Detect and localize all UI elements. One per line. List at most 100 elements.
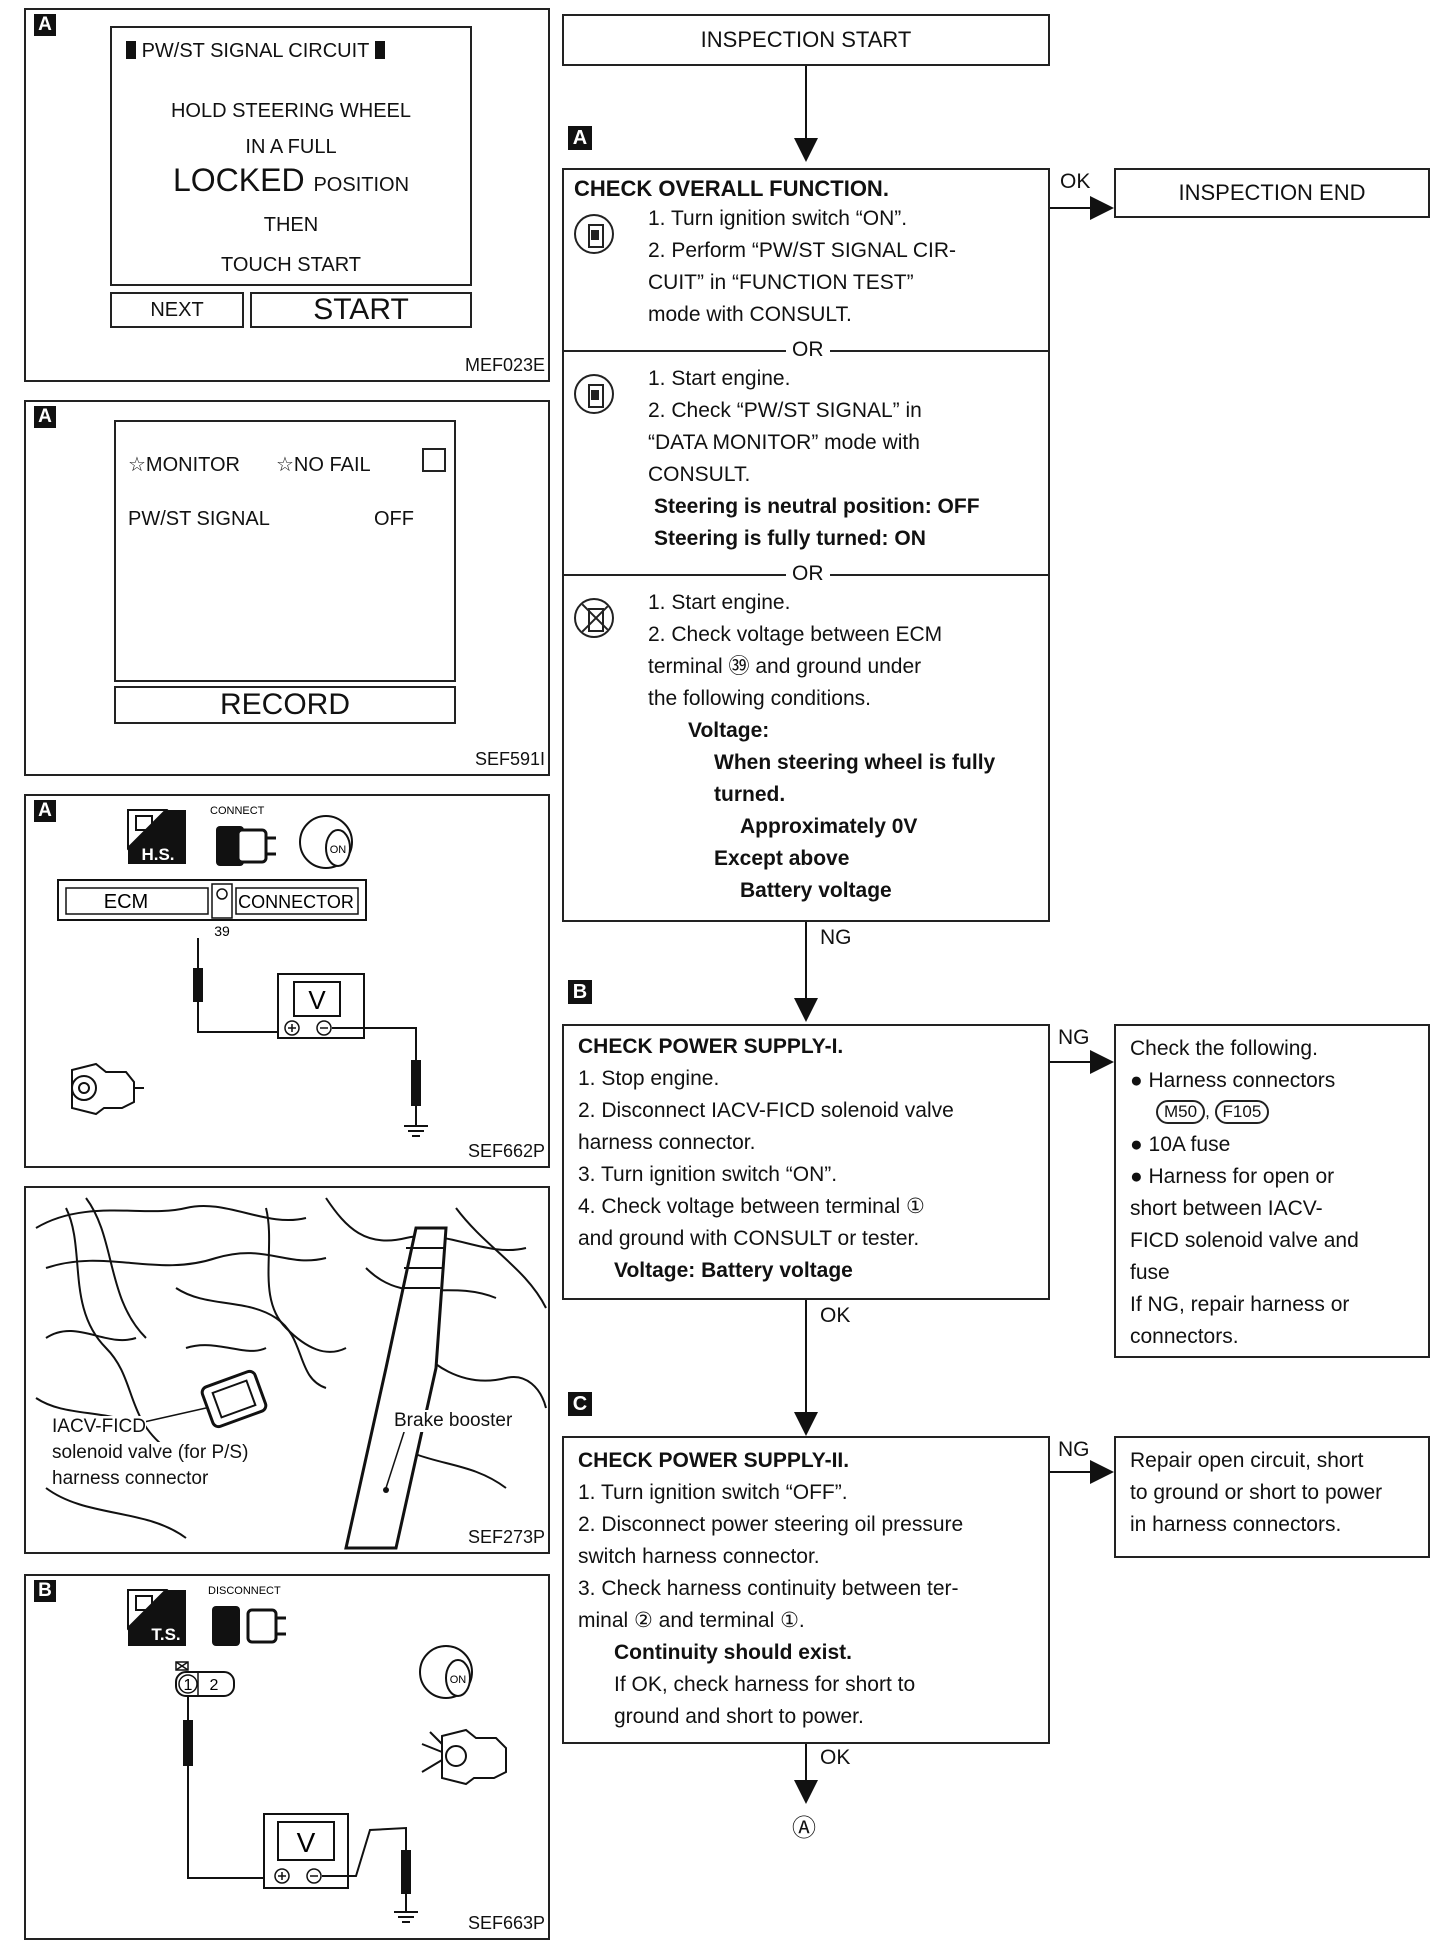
connect-icon xyxy=(216,826,276,866)
step-a-m3-line-1: 1. Start engine. xyxy=(648,591,791,614)
step-a-m3-line-4: the following conditions. xyxy=(648,687,871,710)
step-c-line-5: minal ② and terminal ①. xyxy=(578,1609,805,1632)
step-b-line-3: harness connector. xyxy=(578,1131,756,1154)
ecm-label: ECM xyxy=(104,891,148,913)
probe-positive xyxy=(183,1720,193,1766)
hand-sensor-icon xyxy=(127,809,186,864)
connect-label: CONNECT xyxy=(210,805,265,817)
step-b-title: CHECK POWER SUPPLY-I. xyxy=(578,1035,844,1058)
ignition-key-icon xyxy=(299,815,353,869)
consult-screen: PW/ST SIGNAL CIRCUIT HOLD STEERING WHEEL… xyxy=(110,26,472,286)
step-c-marker: C xyxy=(568,1392,592,1416)
ignition-key-icon xyxy=(419,1645,473,1699)
step-b-line-2: 2. Disconnect IACV-FICD solenoid valve xyxy=(578,1099,954,1122)
figure-code: SEF273P xyxy=(467,1527,545,1547)
ng-b-line-3: ● 10A fuse xyxy=(1130,1133,1231,1156)
next-button[interactable]: NEXT xyxy=(110,292,244,328)
record-checkbox[interactable] xyxy=(422,448,446,472)
ok-label-a: OK xyxy=(1060,170,1091,193)
iacv-label-2: solenoid valve (for P/S) xyxy=(52,1442,249,1464)
no-consult-icon xyxy=(574,598,614,638)
step-b-ng-box: Check the following. ● Harness connector… xyxy=(1114,1024,1430,1358)
figure-code: SEF591I xyxy=(474,749,545,769)
record-button[interactable]: RECORD xyxy=(114,686,456,724)
ng-label-c: NG xyxy=(1058,1438,1090,1461)
ok-label-c: OK xyxy=(820,1746,851,1769)
step-a-voltage-label: Voltage: xyxy=(688,719,770,742)
hs-label: H.S. xyxy=(141,845,174,864)
continuity-check-panel: B T.S. DISCONNECT 1 2 V xyxy=(24,1574,550,1940)
inspection-start-box: INSPECTION START xyxy=(562,14,1050,66)
switch-connector xyxy=(175,1671,235,1697)
connector-badges: M50, F105 xyxy=(1156,1100,1270,1124)
step-a-condition-1b: turned. xyxy=(714,783,786,806)
step-b-line-6: and ground with CONSULT or tester. xyxy=(578,1227,920,1250)
start-button[interactable]: START xyxy=(250,292,472,328)
step-a-box: CHECK OVERALL FUNCTION. 1. Turn ignition… xyxy=(562,168,1050,922)
step-b-line-5: 4. Check voltage between terminal ① xyxy=(578,1195,925,1218)
step-a-m2-result-2: Steering is fully turned: ON xyxy=(654,527,926,550)
step-a-value-2: Battery voltage xyxy=(740,879,892,902)
step-a-value-1: Approximately 0V xyxy=(740,815,918,838)
ng-label-b: NG xyxy=(1058,1026,1090,1049)
probe-negative xyxy=(411,1060,421,1106)
ng-b-line-4: ● Harness for open or xyxy=(1130,1165,1335,1188)
screen-line-2: IN A FULL xyxy=(245,136,337,158)
step-a-m2-line-2: 2. Check “PW/ST SIGNAL” in xyxy=(648,399,922,422)
connector-m50: M50 xyxy=(1156,1100,1206,1124)
ng-c-line-2: to ground or short to power xyxy=(1130,1481,1383,1504)
continuity-circuit-diagram: T.S. DISCONNECT 1 2 V xyxy=(127,1585,507,1923)
step-c-line-3: switch harness connector. xyxy=(578,1545,820,1568)
ng-b-line-6: FICD solenoid valve and xyxy=(1130,1229,1359,1252)
probe-negative xyxy=(401,1850,411,1894)
step-a-m1-line-2: 2. Perform “PW/ST SIGNAL CIR- xyxy=(648,239,957,262)
screen-line-1: HOLD STEERING WHEEL xyxy=(170,100,412,122)
engine-bay-photo-panel: IACV-FICD solenoid valve (for P/S) harne… xyxy=(24,1186,550,1554)
ng-b-line-8: If NG, repair harness or xyxy=(1130,1293,1350,1316)
signal-label: PW/ST SIGNAL xyxy=(128,508,270,530)
inspection-end-box: INSPECTION END xyxy=(1114,168,1430,218)
step-c-after-1: If OK, check harness for short to xyxy=(614,1673,916,1696)
engine-off-icon xyxy=(421,1728,507,1786)
monitor-label: ☆MONITOR xyxy=(128,454,241,476)
connector-label: CONNECTOR xyxy=(238,892,354,912)
step-a-m3-line-3: terminal ㊴ and ground under xyxy=(648,655,922,678)
iacv-ficd-connector xyxy=(200,1369,268,1429)
step-a-m2-line-1: 1. Start engine. xyxy=(648,367,791,390)
step-c-ng-box: Repair open circuit, short to ground or … xyxy=(1114,1436,1430,1558)
step-c-line-4: 3. Check harness continuity between ter- xyxy=(578,1577,959,1600)
step-c-after-2: ground and short to power. xyxy=(614,1705,864,1728)
data-monitor-screen-panel: A ☆MONITOR ☆NO FAIL PW/ST SIGNAL OFF REC… xyxy=(24,400,550,776)
step-c-title: CHECK POWER SUPPLY-II. xyxy=(578,1449,850,1472)
engine-icon xyxy=(71,1062,144,1116)
or-label-2: OR xyxy=(786,562,830,586)
ng-b-line-1: Check the following. xyxy=(1130,1037,1318,1060)
function-test-screen-panel: A PW/ST SIGNAL CIRCUIT HOLD STEERING WHE… xyxy=(24,8,550,382)
step-a-m1-line-3: CUIT” in “FUNCTION TEST” xyxy=(648,271,914,294)
ok-label-b: OK xyxy=(820,1304,851,1327)
figure-code: SEF663P xyxy=(467,1913,545,1933)
step-a-marker: A xyxy=(568,126,592,150)
step-c-result: Continuity should exist. xyxy=(614,1641,853,1664)
screen-line-3: THEN xyxy=(263,214,319,236)
no-fail-label: ☆NO FAIL xyxy=(276,454,371,476)
ng-label-a: NG xyxy=(820,926,852,949)
probe-positive xyxy=(193,968,203,1002)
ts-label: T.S. xyxy=(151,1625,180,1644)
monitor-screen: ☆MONITOR ☆NO FAIL PW/ST SIGNAL OFF xyxy=(114,420,456,682)
on-label: ON xyxy=(450,1674,467,1686)
consult-icon xyxy=(574,214,614,254)
step-a-condition-2: Except above xyxy=(714,847,850,870)
terminal-2: 2 xyxy=(210,1677,219,1694)
step-b-marker: B xyxy=(568,980,592,1004)
ecm-circuit-diagram: H.S. CONNECT ON ECM CONNECTOR 39 V xyxy=(57,805,428,1137)
step-b-line-1: 1. Stop engine. xyxy=(578,1067,720,1090)
step-a-m2-line-4: CONSULT. xyxy=(648,463,751,486)
step-a-condition-1a: When steering wheel is fully xyxy=(714,751,996,774)
step-b-box: CHECK POWER SUPPLY-I. 1. Stop engine. 2.… xyxy=(562,1024,1050,1300)
ng-b-line-2: ● Harness connectors xyxy=(1130,1069,1336,1092)
step-a-m1-line-4: mode with CONSULT. xyxy=(648,303,852,326)
voltmeter-label: V xyxy=(297,1827,316,1858)
figure-code: SEF662P xyxy=(467,1141,545,1161)
